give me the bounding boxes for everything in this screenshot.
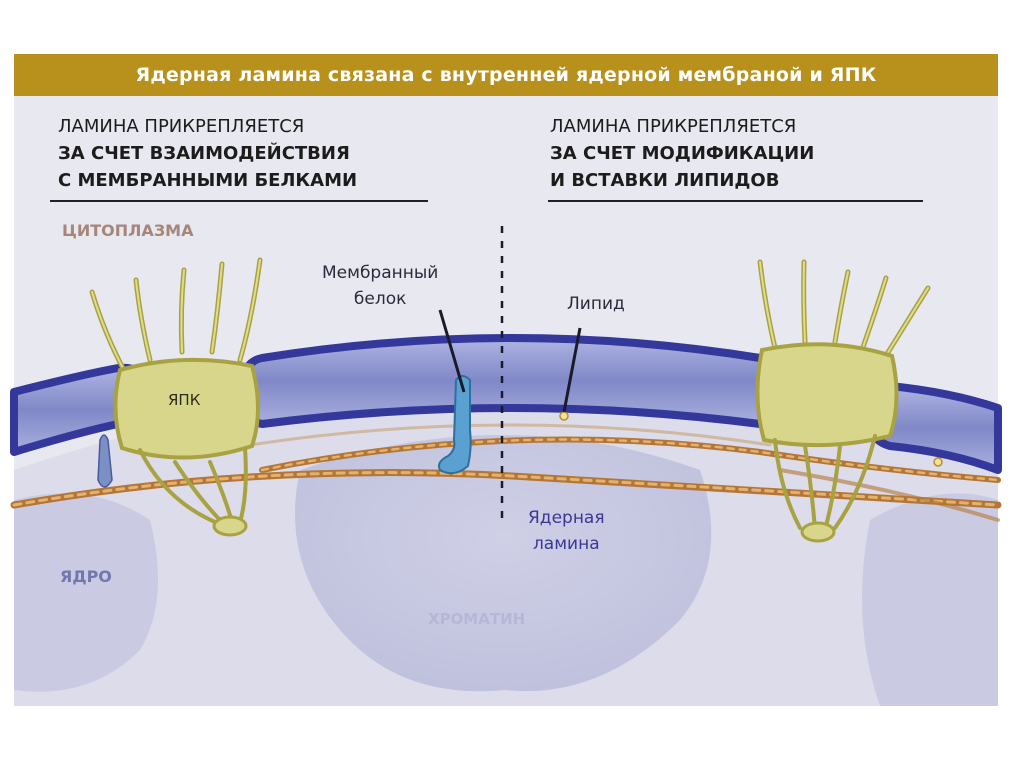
npc-label: ЯПК	[168, 391, 201, 409]
nucleus-label: ЯДРО	[60, 567, 112, 586]
nuclear-lamina-label-line2: ламина	[532, 534, 600, 554]
title-banner	[14, 54, 998, 96]
membrane-segment-center	[238, 334, 786, 428]
nuclear-lamina-label: Ядерная ламина	[528, 505, 605, 557]
right-heading: ЛАМИНА ПРИКРЕПЛЯЕТСЯ ЗА СЧЕТ МОДИФИКАЦИИ…	[550, 113, 814, 194]
lipid-pointer	[562, 327, 582, 413]
membrane-protein	[438, 375, 472, 475]
chromatin-label: ХРОМАТИН	[428, 610, 526, 628]
left-heading-line3: С МЕМБРАННЫМИ БЕЛКАМИ	[58, 170, 358, 191]
lipid-anchor-right	[933, 457, 943, 467]
chromatin-blob-right	[862, 493, 998, 706]
chromatin-blob-center	[295, 435, 712, 692]
cytoplasm-label: ЦИТОПЛАЗМА	[62, 221, 194, 240]
right-heading-line1: ЛАМИНА ПРИКРЕПЛЯЕТСЯ	[550, 116, 797, 137]
lipid-label: Липид	[567, 294, 625, 314]
right-heading-line2: ЗА СЧЕТ МОДИФИКАЦИИ	[550, 143, 815, 164]
nuclear-lamina	[10, 423, 1002, 522]
diagram-title: Ядерная ламина связана с внутренней ядер…	[135, 64, 877, 86]
right-heading-line3: И ВСТАВКИ ЛИПИДОВ	[550, 170, 780, 191]
membrane-protein-label-line2: белок	[353, 289, 407, 309]
membrane-protein-small	[97, 434, 113, 488]
membrane-protein-label-line1: Мембранный	[322, 263, 439, 283]
protein-pointer	[438, 309, 466, 393]
left-heading-line2: ЗА СЧЕТ ВЗАИМОДЕЙСТВИЯ	[58, 143, 350, 164]
left-heading: ЛАМИНА ПРИКРЕПЛЯЕТСЯ ЗА СЧЕТ ВЗАИМОДЕЙСТ…	[58, 113, 357, 194]
lipid-anchor	[559, 411, 569, 421]
left-heading-line1: ЛАМИНА ПРИКРЕПЛЯЕТСЯ	[58, 116, 305, 137]
npc-right	[755, 259, 931, 543]
npc-left	[89, 257, 263, 537]
membrane-protein-label: Мембранный белок	[322, 260, 438, 312]
nuclear-lamina-label-line1: Ядерная	[528, 508, 605, 528]
chromatin-blob-left	[14, 493, 158, 692]
